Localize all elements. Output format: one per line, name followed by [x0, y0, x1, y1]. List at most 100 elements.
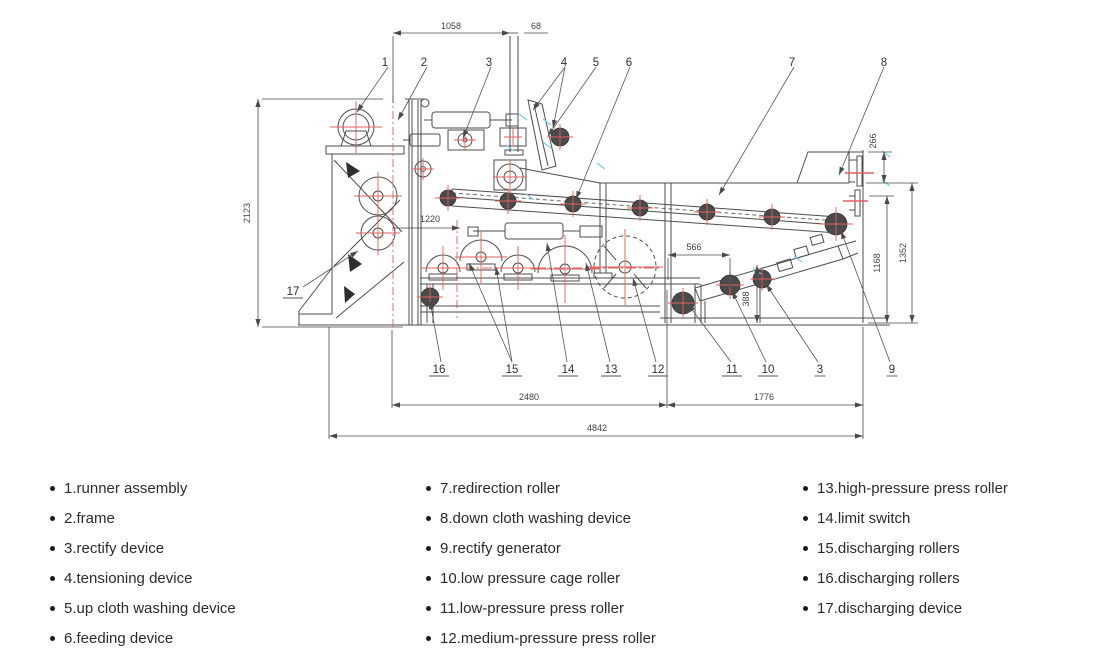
leader-line — [428, 300, 442, 363]
dimension-value: 266 — [868, 133, 878, 148]
leader-line — [547, 66, 597, 137]
legend-item-label: 14.limit switch — [817, 509, 911, 527]
legend-item-label: 15.discharging rollers — [817, 539, 960, 557]
dimension-value: 566 — [686, 242, 701, 252]
legend-item-label: 13.high-pressure press roller — [817, 479, 1008, 497]
part-number-label: 2 — [421, 57, 427, 69]
part-number-label: 17 — [287, 286, 300, 298]
legend-item: 15.discharging rollers — [803, 533, 1008, 563]
legend-item: 12.medium-pressure press roller — [426, 623, 656, 653]
part-number-label: 8 — [881, 57, 887, 69]
legend-item: 5.up cloth washing device — [50, 593, 236, 623]
legend-item-label: 1.runner assembly — [64, 479, 188, 497]
bullet-icon — [50, 575, 55, 581]
legend-item: 9.rectify generator — [426, 533, 656, 563]
bullet-icon — [426, 575, 431, 581]
legend-item: 3.rectify device — [50, 533, 236, 563]
legend-item-label: 5.up cloth washing device — [64, 599, 236, 617]
legend-item-label: 6.feeding device — [64, 629, 174, 647]
bullet-icon — [803, 575, 808, 581]
leader-line — [397, 66, 428, 121]
leader-line — [765, 283, 819, 363]
legend-column-3: 13.high-pressure press roller 14.limit s… — [803, 473, 1008, 623]
legend-item: 10.low pressure cage roller — [426, 563, 656, 593]
leader-line — [356, 66, 389, 113]
dimension-value: 2480 — [519, 392, 539, 402]
legend-item: 8.down cloth washing device — [426, 503, 656, 533]
legend-item-label: 7.redirection roller — [440, 479, 561, 497]
leader-line — [494, 266, 513, 363]
part-number-label: 4 — [561, 57, 568, 69]
dimension-value: 2123 — [242, 203, 252, 223]
legend-item-label: 11.low-pressure press roller — [440, 599, 624, 617]
bullet-icon — [426, 515, 431, 521]
leader-line — [545, 242, 568, 363]
leader-line — [302, 250, 359, 288]
legend-item: 7.redirection roller — [426, 473, 656, 503]
legend-column-2: 7.redirection roller 8.down cloth washin… — [426, 473, 656, 653]
leader-line — [551, 66, 566, 129]
dimension-value: 68 — [531, 21, 541, 31]
part-number-label: 1 — [382, 57, 388, 69]
bullet-icon — [426, 545, 431, 551]
legend-item: 4.tensioning device — [50, 563, 236, 593]
leader-line — [718, 66, 795, 196]
bullet-icon — [803, 485, 808, 491]
part-number-label: 6 — [626, 57, 632, 69]
dimension-value: 1220 — [420, 214, 440, 224]
bullet-icon — [803, 515, 808, 521]
part-number-label: 9 — [889, 364, 895, 376]
part-number-label: 12 — [652, 364, 665, 376]
legend-item: 14.limit switch — [803, 503, 1008, 533]
leader-line — [687, 303, 732, 363]
machine-linework — [298, 36, 890, 326]
bullet-icon — [50, 485, 55, 491]
belt-filter-press-schematic: 1058682123122056638826611681352248017764… — [242, 21, 918, 439]
legend-item: 13.high-pressure press roller — [803, 473, 1008, 503]
dimension-lines — [255, 30, 918, 439]
legend-item: 16.discharging rollers — [803, 563, 1008, 593]
leader-line — [462, 66, 492, 139]
legend-item-label: 3.rectify device — [64, 539, 165, 557]
part-number-label: 10 — [762, 364, 775, 376]
legend-item-label: 4.tensioning device — [64, 569, 193, 587]
bullet-icon — [426, 635, 431, 641]
dimension-value: 4842 — [587, 423, 607, 433]
leader-line — [468, 262, 513, 363]
legend-item-label: 17.discharging device — [817, 599, 963, 617]
bullet-icon — [803, 605, 808, 611]
bullet-icon — [50, 515, 55, 521]
part-number-label: 14 — [562, 364, 575, 376]
bullet-icon — [50, 545, 55, 551]
legend-item-label: 8.down cloth washing device — [440, 509, 631, 527]
dimension-value: 1776 — [754, 392, 774, 402]
legend-item: 11.low-pressure press roller — [426, 593, 656, 623]
dimension-value: 1352 — [898, 243, 908, 263]
leader-line — [585, 262, 611, 363]
legend-item-label: 12.medium-pressure press roller — [440, 629, 656, 647]
legend-item-label: 10.low pressure cage roller — [440, 569, 621, 587]
legend-column-1: 1.runner assembly 2.frame 3.rectify devi… — [50, 473, 236, 653]
bullet-icon — [426, 605, 431, 611]
legend-item: 6.feeding device — [50, 623, 236, 653]
part-number-label: 3 — [817, 364, 823, 376]
dimension-value: 1168 — [872, 253, 882, 272]
part-number-label: 13 — [605, 364, 618, 376]
part-number-label: 16 — [433, 364, 446, 376]
leader-line — [532, 66, 566, 111]
part-number-label: 7 — [789, 57, 795, 69]
legend-item-label: 9.rectify generator — [440, 539, 561, 557]
part-number-label: 5 — [593, 57, 599, 69]
cyan-marks — [505, 113, 891, 275]
part-number-label: 3 — [486, 57, 492, 69]
legend-item: 17.discharging device — [803, 593, 1008, 623]
part-number-label: 15 — [506, 364, 519, 376]
dimension-value: 1058 — [441, 21, 461, 31]
bullet-icon — [50, 635, 55, 641]
bullet-icon — [426, 485, 431, 491]
legend-item-label: 16.discharging rollers — [817, 569, 960, 587]
bullet-icon — [50, 605, 55, 611]
centerline-marks — [330, 95, 874, 327]
